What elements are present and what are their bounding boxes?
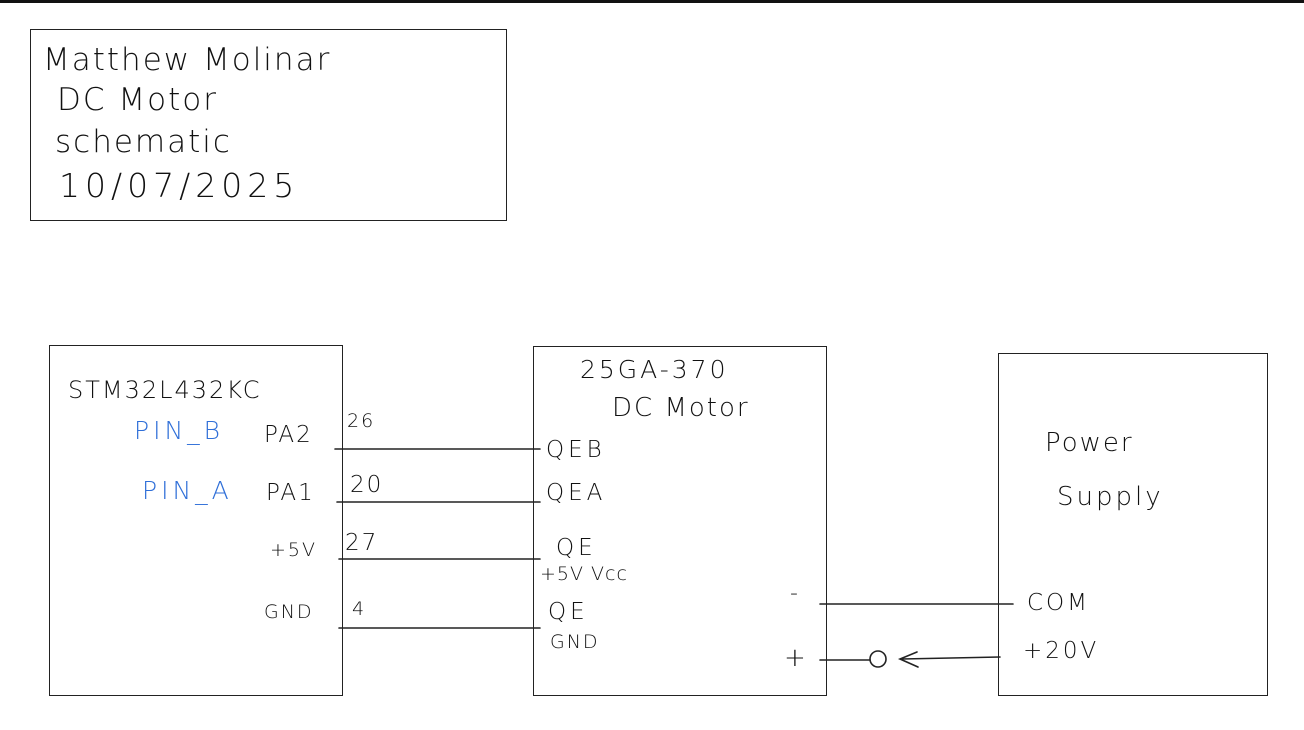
terminal-qe-gnd: QE <box>548 599 589 625</box>
motor-name: DC Motor <box>612 393 750 423</box>
psu-name-line2: Supply <box>1057 482 1164 512</box>
pin-label-5v: +5V <box>270 539 318 561</box>
motor-minus-terminal: - <box>790 581 800 606</box>
author-name: Matthew Molinar <box>43 42 332 78</box>
title-subject: DC Motor <box>57 82 218 118</box>
psu-name-line1: Power <box>1045 428 1134 458</box>
terminal-qeb: QEB <box>546 437 606 463</box>
terminal-qea: QEA <box>546 480 607 506</box>
top-border-line <box>0 0 1304 3</box>
switch-plus-20v <box>819 650 1001 668</box>
pin-label-gnd: GND <box>264 601 314 623</box>
pin-label-pa1: PA1 <box>266 480 315 506</box>
pin-alias-b: PIN_B <box>134 416 225 445</box>
terminal-gnd: GND <box>550 631 600 653</box>
pin-number-4: 4 <box>352 598 367 620</box>
pin-label-pa2: PA2 <box>264 422 313 448</box>
pin-alias-a: PIN_A <box>142 476 233 505</box>
terminal-5v-vcc: +5V Vcc <box>540 563 628 585</box>
power-supply-block: Power Supply COM +20V <box>998 353 1268 696</box>
motor-block: 25GA-370 DC Motor QEB QEA QE +5V Vcc QE … <box>533 346 827 696</box>
motor-plus-terminal: + <box>784 643 808 673</box>
mcu-block: STM32L432KC PIN_B PA2 PIN_A PA1 +5V GND <box>49 345 343 696</box>
psu-terminal-com: COM <box>1027 590 1091 616</box>
title-type: schematic <box>55 124 232 160</box>
pin-number-20: 20 <box>350 472 384 498</box>
terminal-qe-vcc: QE <box>556 535 597 561</box>
mcu-name: STM32L432KC <box>68 376 262 404</box>
motor-model: 25GA-370 <box>580 355 729 384</box>
title-date: 10/07/2025 <box>59 166 300 205</box>
pin-number-27: 27 <box>345 530 379 556</box>
title-block: Matthew Molinar DC Motor schematic 10/07… <box>30 29 507 221</box>
psu-terminal-20v: +20V <box>1023 638 1100 664</box>
pin-number-26: 26 <box>347 410 376 432</box>
